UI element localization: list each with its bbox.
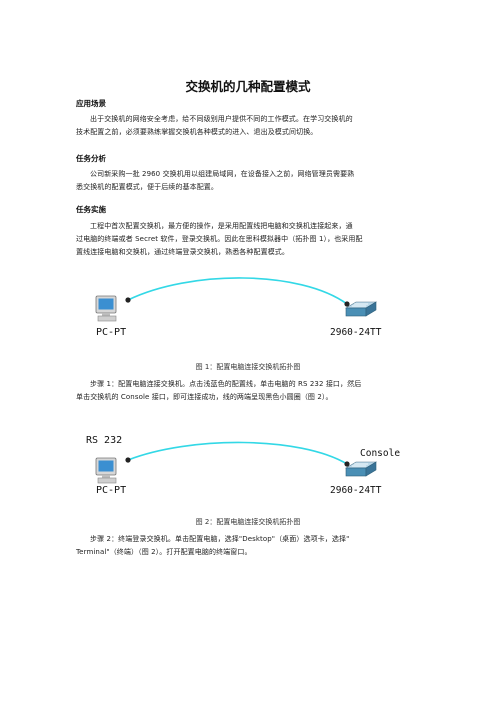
text-line: 技术配置之前，必须要熟练掌握交换机各种模式的进入、退出及模式间切换。 <box>76 128 318 136</box>
text-line: 工程中首次配置交换机，最方便的操作，是采用配置线把电脑和交换机连接起来，通 <box>90 222 353 230</box>
console-cable <box>127 441 348 465</box>
text-line: 单击交换机的 Console 接口，即可连接成功，线的两端呈现黑色小圆圈（图 2… <box>76 393 333 401</box>
switch-icon <box>344 461 378 477</box>
pc-icon <box>95 295 117 322</box>
paragraph-step-1: 步骤 1：配置电脑连接交换机。点击浅蓝色的配置线，单击电脑的 RS 232 接口… <box>76 378 422 404</box>
heading-analysis: 任务分析 <box>76 154 106 163</box>
heading-implementation: 任务实施 <box>76 205 106 214</box>
paragraph-scene: 出于交换机的网络安全考虑，给不同级别用户提供不同的工作模式。在学习交换机的 技术… <box>76 113 422 139</box>
pc-label: PC-PT <box>96 327 126 338</box>
topology-figure-2: RS 232 Console PC-PT 2960-24TT <box>86 435 400 496</box>
switch-label: 2960-24TT <box>330 485 382 496</box>
pc-label: PC-PT <box>96 485 126 496</box>
text-line: 悉交换机的配置模式，便于后续的基本配置。 <box>76 183 218 191</box>
cable-endpoint-pc <box>125 297 131 303</box>
console-port-label: Console <box>360 448 400 459</box>
cable-endpoint-pc <box>125 457 131 463</box>
paragraph-analysis: 公司新采购一批 2960 交换机用以组建局域网，在设备接入之前，网络管理员需要熟… <box>76 168 422 194</box>
paragraph-step-2: 步骤 2：终端登录交换机。单击配置电脑，选择"Desktop"（桌面）选项卡，选… <box>76 533 422 559</box>
text-line: 步骤 2：终端登录交换机。单击配置电脑，选择"Desktop"（桌面）选项卡，选… <box>90 535 350 543</box>
cable-endpoint-switch <box>344 461 350 467</box>
topology-figure-1: PC-PT 2960-24TT <box>95 277 382 338</box>
pc-icon <box>95 457 117 484</box>
console-cable <box>127 277 348 305</box>
text-line: Terminal"（终端）（图 2）。打开配置电脑的终端窗口。 <box>76 548 252 556</box>
figure-1-caption: 图 1：配置电脑连接交换机拓扑图 <box>195 363 301 371</box>
heading-scene: 应用场景 <box>76 99 106 108</box>
text-line: 步骤 1：配置电脑连接交换机。点击浅蓝色的配置线，单击电脑的 RS 232 接口… <box>90 380 362 388</box>
text-line: 出于交换机的网络安全考虑，给不同级别用户提供不同的工作模式。在学习交换机的 <box>90 115 353 123</box>
switch-icon <box>344 301 378 317</box>
text-line: 置线连接电脑和交换机，通过终端登录交换机，熟悉各种配置模式。 <box>76 248 289 256</box>
cable-endpoint-switch <box>344 301 350 307</box>
text-line: 公司新采购一批 2960 交换机用以组建局域网，在设备接入之前，网络管理员需要熟 <box>90 170 355 178</box>
figure-2-caption: 图 2：配置电脑连接交换机拓扑图 <box>195 518 301 526</box>
switch-label: 2960-24TT <box>330 327 382 338</box>
paragraph-implementation: 工程中首次配置交换机，最方便的操作，是采用配置线把电脑和交换机连接起来，通 过电… <box>76 220 422 259</box>
rs232-port-label: RS 232 <box>86 435 122 446</box>
document-title: 交换机的几种配置模式 <box>185 79 311 94</box>
text-line: 过电脑的终端或者 Secret 软件，登录交换机。因此在思科模拟器中（拓扑图 1… <box>76 235 363 243</box>
